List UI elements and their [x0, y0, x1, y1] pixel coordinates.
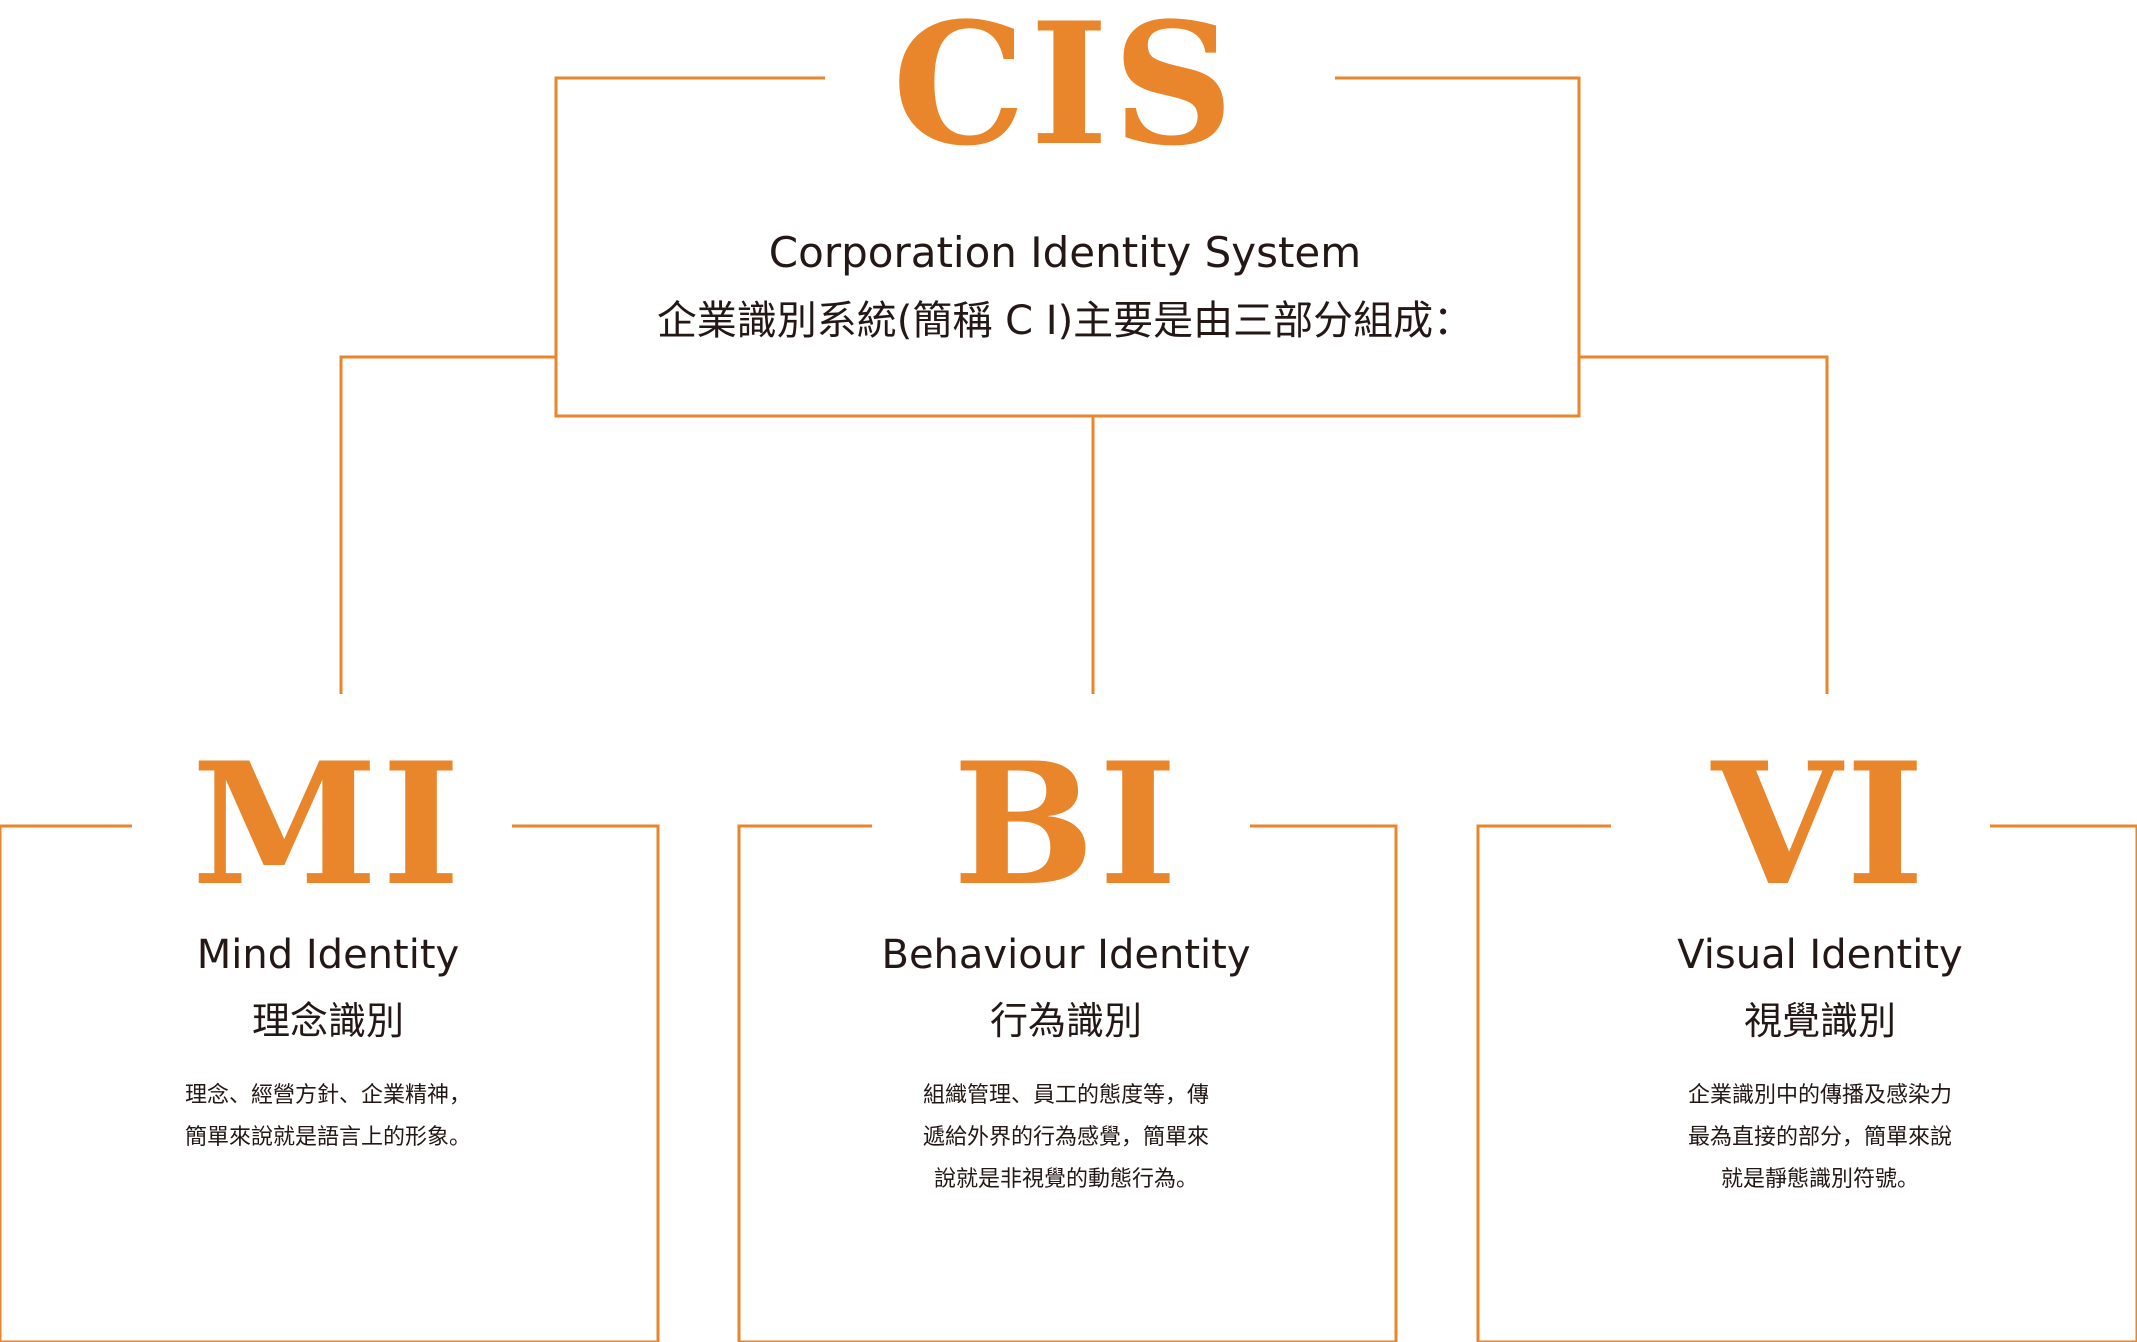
mi-box-outline — [0, 824, 660, 1342]
mi-description: 理念、經營方針、企業精神， 簡單來說就是語言上的形象。 — [118, 1075, 538, 1159]
bi-name-zh: 行為識別 — [989, 999, 1142, 1043]
cis-box-left-edge — [554, 76, 1581, 418]
vi-name-en: Visual Identity — [1677, 932, 1963, 978]
bi-description-line: 組織管理、員工的態度等，傳 — [922, 1083, 1209, 1108]
mi-description-line: 簡單來說就是語言上的形象。 — [184, 1125, 471, 1150]
cis-title-zh: 企業識別系統(簡稱 C I)主要是由三部分組成： — [656, 298, 1474, 344]
mi-name-zh: 理念識別 — [251, 999, 404, 1043]
mi-name-en: Mind Identity — [196, 932, 460, 978]
vi-name-zh: 視覺識別 — [1743, 999, 1896, 1043]
vi-logo-text: VI — [1711, 725, 1929, 923]
branch-to-vi — [1579, 355, 1829, 694]
bi-name-en: Behaviour Identity — [881, 932, 1251, 978]
cis-logo-text: CIS — [892, 0, 1238, 183]
bi-description-line: 說就是非視覺的動態行為。 — [933, 1167, 1198, 1192]
vi-description: 企業識別中的傳播及感染力 最為直接的部分，簡單來說 就是靜態識別符號。 — [1610, 1075, 2030, 1201]
bi-description: 組織管理、員工的態度等，傳 遞給外界的行為感覺，簡單來 說就是非視覺的動態行為。 — [856, 1075, 1276, 1201]
vi-box-outline — [1476, 824, 2137, 1342]
mi-logo-text: MI — [191, 725, 465, 923]
vi-description-line: 就是靜態識別符號。 — [1720, 1167, 1919, 1192]
mi-description-line: 理念、經營方針、企業精神， — [184, 1083, 471, 1108]
bi-box-outline — [737, 824, 1398, 1342]
vi-description-line: 最為直接的部分，簡單來說 — [1687, 1125, 1952, 1150]
branch-to-mi — [339, 355, 556, 694]
vi-description-line: 企業識別中的傳播及感染力 — [1687, 1083, 1952, 1108]
bi-description-line: 遞給外界的行為感覺，簡單來 — [922, 1125, 1209, 1150]
bi-logo-text: BI — [952, 725, 1182, 923]
cis-title-en: Corporation Identity System — [768, 228, 1362, 277]
